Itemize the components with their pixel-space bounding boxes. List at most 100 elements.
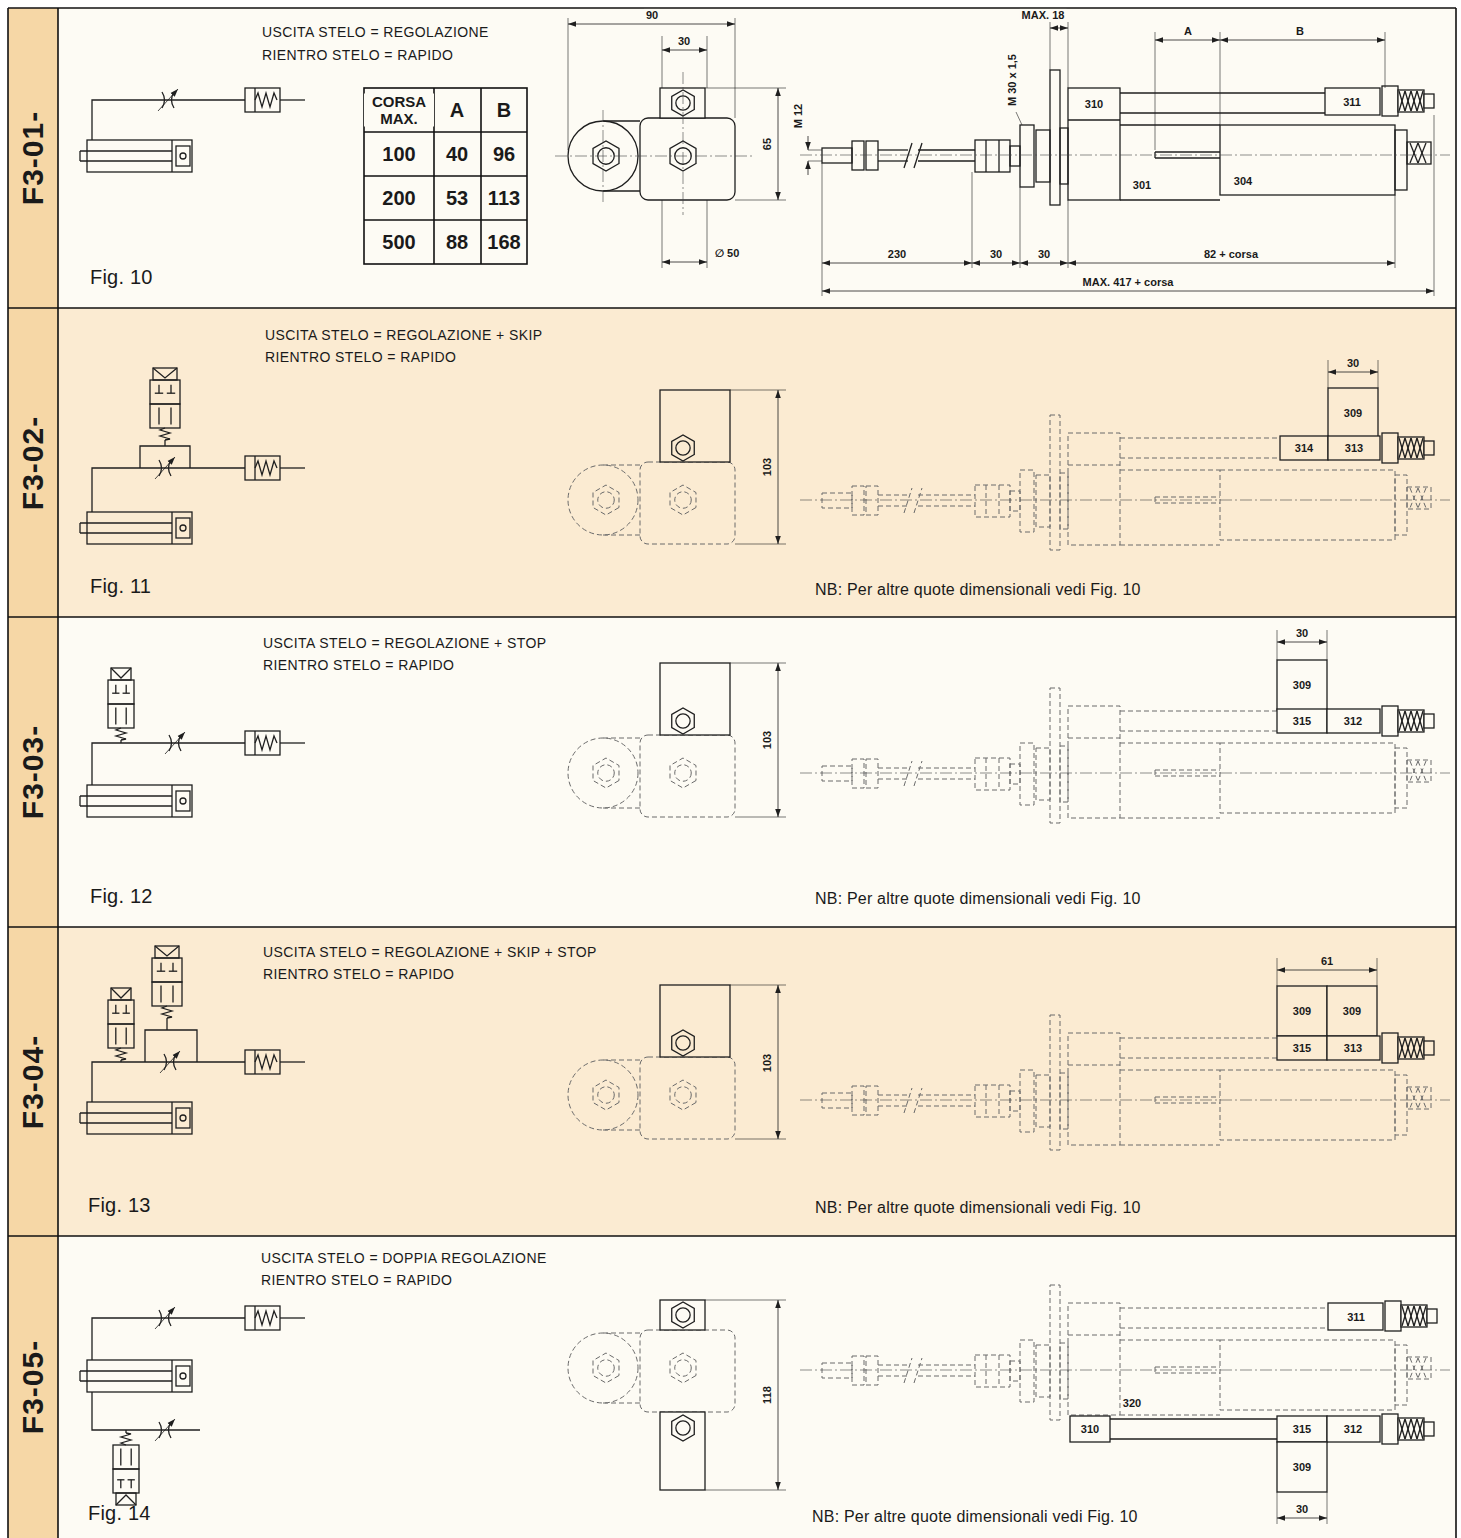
part-number: 301 bbox=[1131, 179, 1153, 191]
drawing-line bbox=[155, 1419, 175, 1441]
drawing-line bbox=[280, 742, 305, 743]
drawing-line bbox=[79, 1371, 80, 1381]
drawing-part bbox=[1010, 491, 1020, 511]
drawing-part bbox=[822, 1363, 852, 1378]
part-number: 312 bbox=[1342, 715, 1364, 727]
drawing-line bbox=[1414, 1306, 1420, 1326]
drawing-line bbox=[808, 136, 809, 150]
drawing-part bbox=[87, 140, 192, 172]
drawing-part bbox=[822, 493, 852, 508]
drawing-line bbox=[878, 1365, 908, 1366]
dimension-label: 118 bbox=[761, 1384, 773, 1406]
drawing-part bbox=[1424, 714, 1434, 728]
drawing-part bbox=[1277, 1442, 1327, 1492]
figure-code: F3-02- bbox=[16, 415, 51, 509]
drawing-line bbox=[123, 693, 130, 694]
drawing-line bbox=[1399, 1419, 1405, 1439]
drawing-line bbox=[603, 465, 640, 466]
drawing-line bbox=[972, 172, 973, 268]
drawing-part bbox=[1050, 1015, 1060, 1150]
drawing-line bbox=[914, 761, 922, 786]
dimension-label: 30 bbox=[988, 248, 1004, 260]
drawing-part bbox=[1424, 441, 1434, 455]
drawing-line bbox=[155, 457, 175, 479]
drawing-line bbox=[1399, 711, 1405, 731]
drawing-line bbox=[131, 1449, 132, 1466]
drawing-line bbox=[1418, 1358, 1426, 1378]
drawing-line bbox=[1377, 958, 1378, 986]
drawing-line bbox=[280, 467, 305, 468]
drawing-line bbox=[705, 88, 786, 89]
drawing-circle bbox=[676, 1308, 690, 1322]
drawing-line bbox=[800, 1100, 1450, 1101]
drawing-line bbox=[1417, 711, 1423, 731]
drawing-path bbox=[92, 743, 245, 785]
drawing-line bbox=[603, 808, 640, 809]
drawing-part bbox=[176, 518, 190, 538]
dimension-label: MAX. 18 bbox=[1020, 9, 1067, 21]
drawing-part bbox=[822, 148, 852, 163]
drawing-part bbox=[1407, 1357, 1431, 1379]
drawing-part bbox=[640, 1057, 735, 1139]
drawing-part bbox=[852, 759, 864, 788]
drawing-line bbox=[1328, 372, 1378, 373]
drawing-line bbox=[8, 926, 1456, 928]
drawing-part bbox=[1395, 748, 1407, 808]
drawing-line bbox=[1411, 711, 1417, 731]
drawing-part bbox=[660, 390, 730, 462]
dimension-label: 230 bbox=[886, 248, 908, 260]
drawing-part bbox=[111, 668, 131, 680]
drawing-part bbox=[1020, 125, 1034, 187]
drawing-part bbox=[1050, 688, 1060, 823]
function-title: RIENTRO STELO = RAPIDO bbox=[261, 1272, 452, 1288]
drawing-part bbox=[1327, 1416, 1380, 1442]
drawing-line bbox=[170, 408, 171, 425]
drawing-line bbox=[8, 7, 1456, 9]
drawing-line bbox=[998, 140, 999, 172]
drawing-line bbox=[1068, 22, 1069, 88]
drawing-part bbox=[1277, 1416, 1327, 1442]
drawing-line bbox=[1120, 545, 1220, 546]
drawing-part bbox=[1325, 88, 1380, 115]
drawing-line bbox=[1420, 1306, 1426, 1326]
drawing-part bbox=[1060, 473, 1068, 529]
technical-drawing bbox=[8, 8, 1456, 1538]
drawing-line bbox=[1418, 488, 1426, 508]
drawing-line bbox=[800, 1370, 1450, 1371]
function-title: USCITA STELO = REGOLAZIONE + STOP bbox=[263, 635, 546, 651]
drawing-line bbox=[914, 143, 922, 168]
drawing-line bbox=[1411, 1419, 1417, 1439]
drawing-line bbox=[778, 663, 779, 817]
drawing-line bbox=[904, 488, 912, 513]
valve-symbol bbox=[150, 368, 180, 440]
drawing-line bbox=[683, 72, 684, 215]
drawing-line bbox=[1434, 115, 1435, 296]
note-text: NB: Per altre quote dimensionali vedi Fi… bbox=[812, 1508, 1138, 1526]
drawing-line bbox=[1016, 112, 1022, 125]
drawing-line bbox=[1417, 91, 1423, 111]
drawing-line bbox=[1155, 40, 1220, 41]
drawing-line bbox=[918, 1106, 975, 1107]
drawing-part bbox=[87, 512, 192, 544]
drawing-part bbox=[1280, 436, 1328, 460]
drawing-part bbox=[660, 88, 705, 118]
drawing-line bbox=[778, 88, 779, 200]
drawing-line bbox=[1411, 1419, 1417, 1439]
drawing-part bbox=[152, 958, 182, 982]
drawing-line bbox=[778, 985, 779, 1139]
drawing-line bbox=[158, 408, 159, 425]
drawing-line bbox=[1328, 360, 1329, 388]
part-number: 310 bbox=[1083, 98, 1105, 110]
drawing-part bbox=[1036, 1075, 1050, 1127]
drawing-part bbox=[8, 308, 58, 617]
drawing-part bbox=[108, 680, 134, 704]
drawing-line bbox=[172, 963, 173, 971]
drawing-circle bbox=[180, 1115, 186, 1121]
drawing-part bbox=[660, 663, 730, 735]
drawing-part bbox=[1277, 660, 1327, 710]
drawing-line bbox=[1410, 488, 1418, 508]
drawing-part bbox=[8, 617, 58, 927]
drawing-line bbox=[1418, 761, 1426, 781]
